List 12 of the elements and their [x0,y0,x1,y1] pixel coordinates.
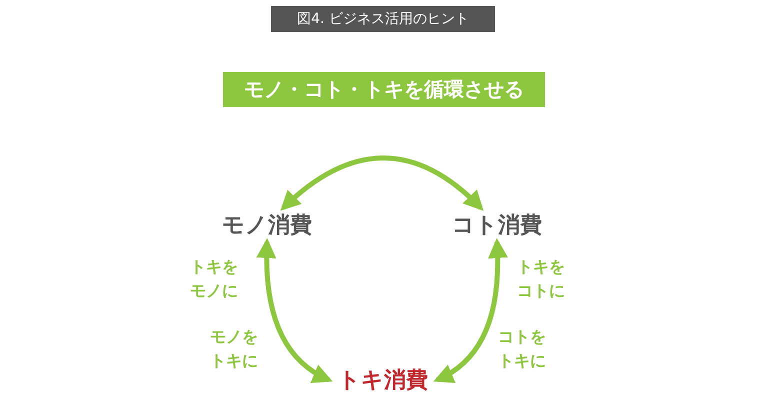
curved-arrow [433,238,508,382]
stage-label: トキ消費 [329,363,437,397]
direction-label: モノをトキに [209,326,258,372]
figure-title: 図4. ビジネス活用のヒント [271,6,495,32]
direction-label: トキをモノに [189,256,238,302]
stage-label: コト消費 [443,208,551,242]
stage-label: モノ消費 [213,208,321,242]
direction-label: トキをコトに [517,256,566,302]
banner: モノ・コト・トキを循環させる [223,72,545,107]
curved-arrow [280,156,484,211]
direction-label: コトをトキに [498,326,547,372]
curved-arrow [256,238,333,382]
